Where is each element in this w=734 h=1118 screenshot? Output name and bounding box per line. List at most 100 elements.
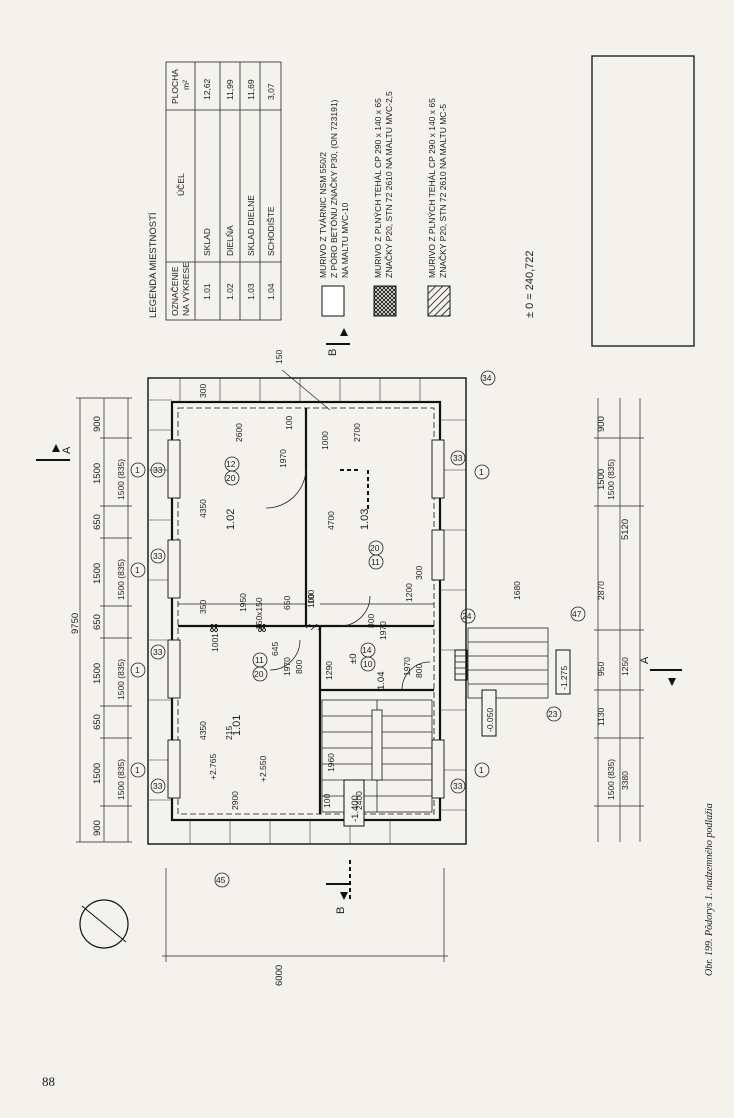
dim-bottom-sub-5: 1500 (835)	[606, 759, 616, 800]
dim-645: 645	[270, 642, 280, 656]
dim-bottom-sub-6: 3380	[620, 771, 630, 790]
dim-1950: 1950	[238, 593, 248, 612]
legend-col-use: ÚČEL	[176, 173, 186, 196]
svg-text:20: 20	[254, 669, 264, 679]
legend-col-mark-2: NA VÝKRESE	[181, 262, 191, 316]
dim-2600: 2600	[234, 423, 244, 442]
dim-top-0: 900	[92, 416, 103, 432]
legend-row-mark: 1.02	[225, 283, 235, 300]
dim-top-3: 1500	[92, 563, 103, 584]
material-swatch-brick-mc	[427, 285, 451, 317]
svg-text:1: 1	[479, 467, 484, 477]
svg-text:1: 1	[135, 565, 140, 575]
dim-top-8: 900	[92, 820, 103, 836]
dim-1970-b: 1970	[282, 657, 292, 676]
svg-text:33: 33	[153, 465, 163, 475]
level-box: -0.050	[481, 689, 497, 737]
legend-row-mark: 1.04	[266, 283, 276, 300]
svg-text:1: 1	[135, 465, 140, 475]
marker-1: 1	[130, 662, 146, 678]
marker-20: 20	[252, 666, 268, 682]
section-a-top: A	[61, 446, 73, 454]
legend-row-mark: 1.03	[246, 283, 256, 300]
svg-text:-1.275: -1.275	[559, 666, 569, 690]
exterior-stair	[454, 627, 549, 699]
dim-1970-d: 1970	[378, 621, 388, 640]
legend-row-area: 11,69	[246, 79, 256, 100]
callout-markers: 33 33 33 33 33 33 1 1 1 1 1 1 12 20 11 2…	[130, 370, 586, 888]
svg-text:33: 33	[153, 781, 163, 791]
legend-title: LEGENDA MIESTNOSTÍ	[148, 212, 159, 318]
section-b-top: B	[327, 349, 339, 356]
svg-text:45: 45	[216, 875, 226, 885]
dim-1001: 1001	[210, 633, 220, 652]
dim-100-d: 100	[306, 590, 316, 604]
marker-33: 33	[450, 450, 466, 466]
dim-bottom-sub-2: 1250	[620, 657, 630, 676]
dim-1970-a: 1970	[278, 449, 288, 468]
level-2765: +2.765	[208, 753, 218, 780]
marker-33: 33	[450, 778, 466, 794]
level-box: -1.275	[555, 649, 571, 695]
interior-staircase	[321, 699, 433, 813]
material-2-line-2: ZNAČKY P20, STN 72 2610 NA MALTU MVC-2,5	[384, 91, 394, 278]
material-swatch-aerated	[321, 285, 345, 317]
svg-text:23: 23	[548, 709, 558, 719]
svg-text:34: 34	[482, 373, 492, 383]
section-markers: A A B B	[36, 328, 682, 914]
dim-top-sub-3: 1500 (835)	[116, 759, 126, 800]
level-box: -1.400	[343, 779, 365, 827]
title-block-frame	[591, 55, 695, 347]
dim-bottom-sub-4: 1130	[596, 707, 606, 726]
marker-34: 34	[480, 370, 496, 386]
marker-33: 33	[150, 778, 166, 794]
svg-text:-0.050: -0.050	[485, 708, 495, 732]
material-swatch-brick-mvc	[373, 285, 397, 317]
dim-150x150: 150x150	[254, 597, 264, 630]
marker-20: 20	[224, 470, 240, 486]
datum-level: ± 0 = 240,722	[524, 250, 536, 318]
material-1-line-1: MURIVO Z TVÁRNIC NSM 550/2	[318, 152, 328, 278]
dim-2400: 2400	[354, 791, 364, 810]
dim-1970-c: 1970	[402, 657, 412, 676]
dim-top-4: 650	[92, 614, 103, 630]
dim-1680: 1680	[512, 581, 522, 600]
dim-bottom-2: 5120	[620, 519, 631, 540]
dim-2700: 2700	[352, 423, 362, 442]
svg-text:20: 20	[226, 473, 236, 483]
svg-text:-1.400: -1.400	[350, 795, 361, 822]
section-a-bottom: A	[639, 656, 651, 664]
marker-23: 23	[546, 706, 562, 722]
wall-thickness-150: 150	[274, 350, 284, 364]
dim-top-sub-0: 1500 (835)	[116, 459, 126, 500]
marker-11: 11	[252, 652, 268, 668]
svg-text:24: 24	[462, 611, 472, 621]
dim-2900: 2900	[230, 791, 240, 810]
dim-top-7: 1500	[92, 763, 103, 784]
material-key: MURIVO Z TVÁRNIC NSM 550/2 Z PÓRO BETÓNU…	[318, 91, 536, 318]
svg-text:47: 47	[572, 609, 582, 619]
legend-col-mark-1: OZNAČENIE	[170, 266, 180, 316]
dim-100: 100	[306, 594, 316, 608]
marker-33: 33	[150, 548, 166, 564]
svg-text:33: 33	[453, 781, 463, 791]
dim-4350-a: 4350	[198, 721, 208, 740]
room-level-mark: ±0	[348, 654, 359, 665]
dim-top-5: 1500	[92, 663, 103, 684]
material-1-line-2: Z PÓRO BETÓNU ZNAČKY P30, (ON 723191)	[329, 99, 339, 278]
dim-100-b: 100	[284, 416, 294, 430]
dim-top-1: 1500	[92, 463, 103, 484]
legend-row-use: SKLAD	[202, 228, 212, 256]
dim-bottom-1: 1500	[596, 469, 607, 490]
legend-row-use: DIELŇA	[225, 225, 235, 256]
dim-300: 300	[414, 566, 424, 580]
room-label-1-03: 1.03	[359, 509, 371, 530]
svg-text:11: 11	[255, 655, 264, 665]
svg-text:10: 10	[363, 659, 373, 669]
room-legend: LEGENDA MIESTNOSTÍ OZNAČENIE NA VÝKRESE …	[148, 61, 282, 321]
dim-215: 215	[224, 726, 234, 740]
marker-20: 20	[368, 540, 384, 556]
room-label-1-01: 1.01	[231, 715, 243, 736]
legend-row-area: 11,99	[225, 79, 235, 100]
